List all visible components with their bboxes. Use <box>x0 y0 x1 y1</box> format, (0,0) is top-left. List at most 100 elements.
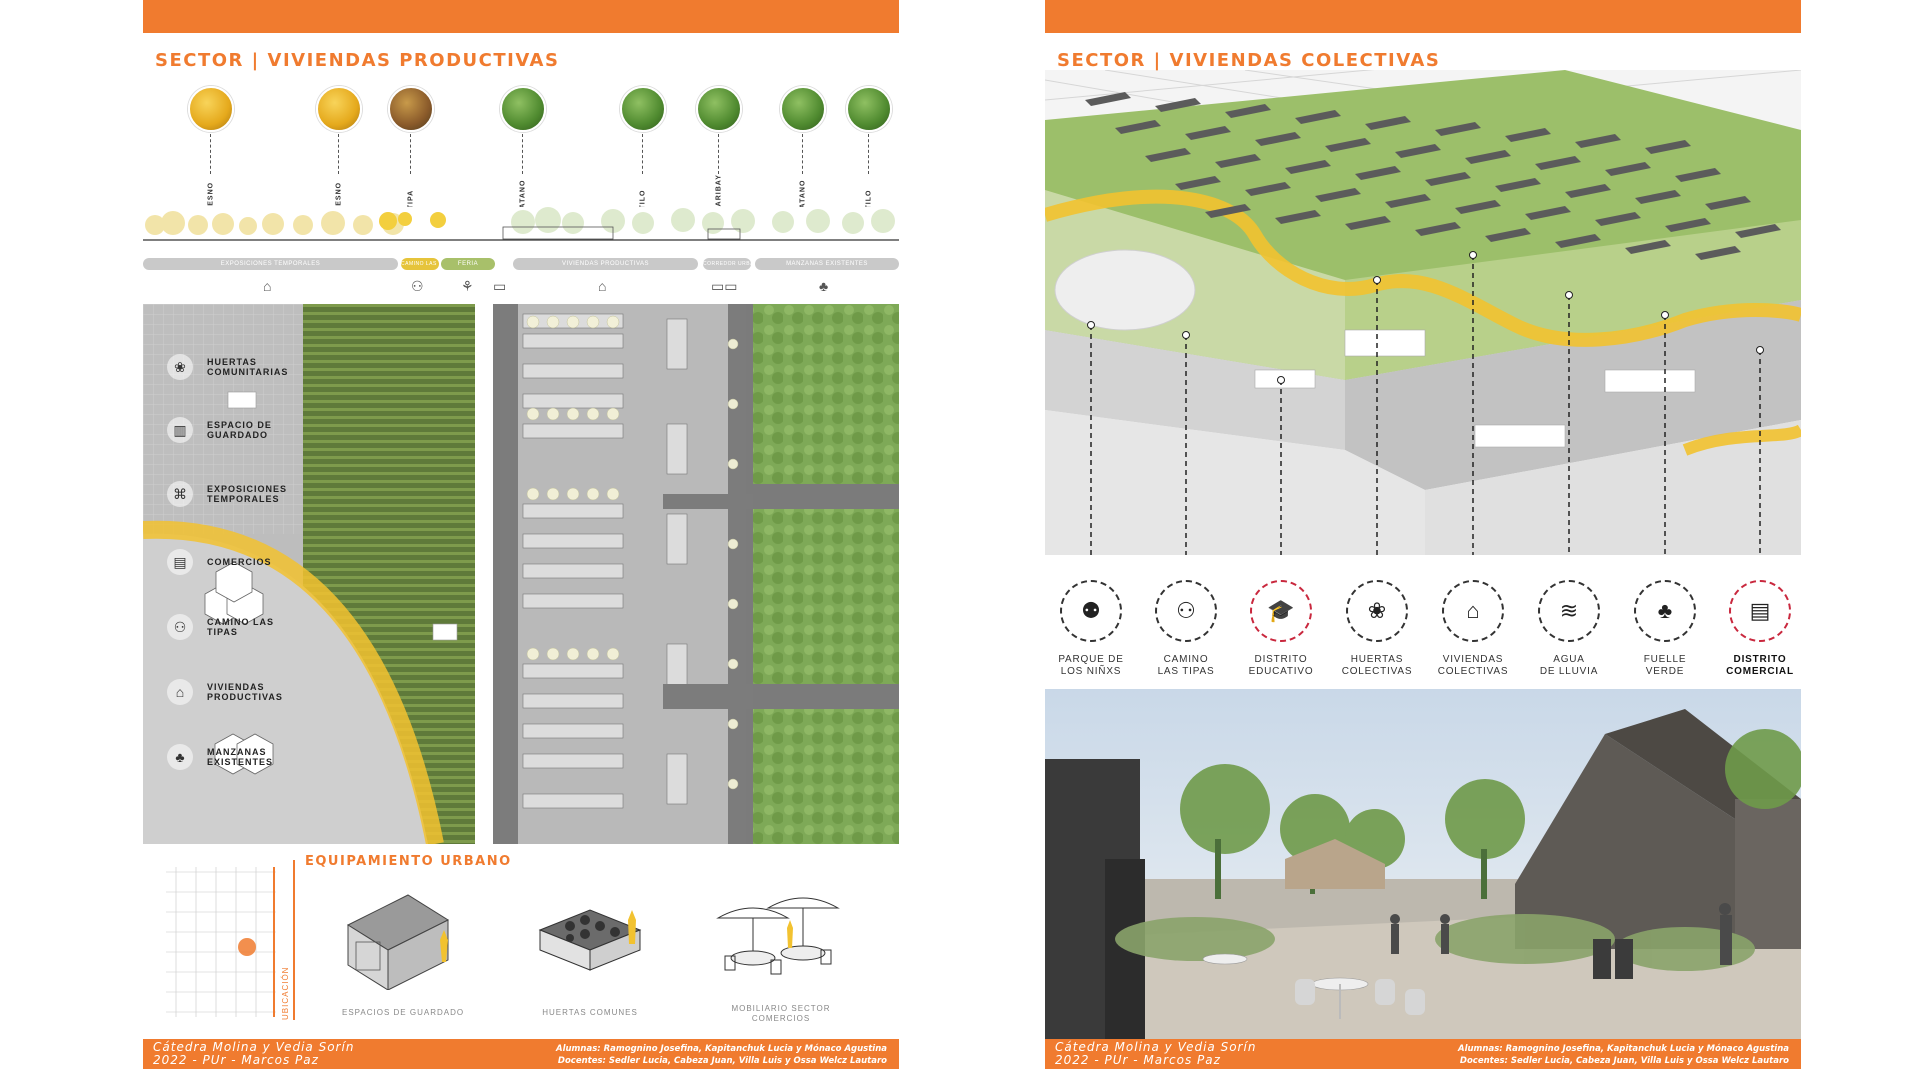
legend-item: ⌂ VIVIENDAS PRODUCTIVAS <box>167 679 297 705</box>
footer-team: Alumnas: Ramognino Josefina, Kapitanchuk… <box>1458 1043 1789 1067</box>
tree-species: TILO <box>620 86 666 209</box>
legend-label: MANZANAS EXISTENTES <box>207 747 274 767</box>
car-icon: ▭▭ <box>711 278 738 294</box>
aerial-house-block <box>1395 144 1441 158</box>
aerial-house-block <box>1635 190 1681 204</box>
render-drawing <box>1045 689 1801 1039</box>
storage-shed-drawing <box>346 894 450 990</box>
tree-stem-line <box>802 134 804 174</box>
tree-species: TILO <box>846 86 892 209</box>
aerial-house-block <box>1555 234 1601 248</box>
legend-item: ▤COMERCIOS <box>167 549 297 575</box>
legend-label: CAMINO LAS TIPAS <box>207 617 274 637</box>
community-garden-drawing <box>538 909 642 971</box>
aerial-house-block <box>1255 132 1301 146</box>
tree-canopy-icon <box>316 86 362 132</box>
tree-species: AGUARIBAY <box>696 86 742 225</box>
footer-students: Alumnas: Ramognino Josefina, Kapitanchuk… <box>1458 1044 1789 1054</box>
legend-item: ▥ESPACIO DE GUARDADO <box>167 417 297 443</box>
footer-chair: Cátedra Molina y Vedia Sorín <box>153 1040 355 1054</box>
aerial-house-block <box>1295 110 1341 124</box>
zone-exposiciones: EXPOSICIONES TEMPORALES <box>143 258 398 270</box>
tree-stem-line <box>718 134 720 174</box>
aerial-house-block <box>1525 206 1571 220</box>
leader-dot <box>1182 331 1190 339</box>
sprout-icon: ❀ <box>1346 580 1408 642</box>
aerial-house-block <box>1275 210 1321 224</box>
zone-manzanas: MANZANAS EXISTENTES <box>755 258 899 270</box>
legend-item: ⚇CAMINO LAS TIPAS <box>167 614 297 640</box>
legend-label: EXPOSICIONES TEMPORALES <box>207 484 288 504</box>
leader-dot <box>1565 291 1573 299</box>
program-label-line: DISTRITO <box>1254 654 1308 665</box>
program-label-line: VERDE <box>1645 666 1685 677</box>
shop-icon: ▤ <box>167 549 193 575</box>
aerial-house-block <box>1315 188 1361 202</box>
location-map <box>161 862 281 1022</box>
legend-item: ❀HUERTAS COMUNITARIAS <box>167 354 297 380</box>
aerial-house-block <box>1705 196 1751 210</box>
aerial-house-block <box>1465 150 1511 164</box>
legend-item: ♣MANZANAS EXISTENTES <box>167 744 297 770</box>
program-label-line: COLECTIVAS <box>1437 666 1509 677</box>
tree-stem-line <box>210 134 212 174</box>
legend-item: ⌘EXPOSICIONES TEMPORALES <box>167 481 297 507</box>
tree-species: PLATANO <box>500 86 546 219</box>
aerial-house-block <box>1565 184 1611 198</box>
aerial-house-block <box>1535 156 1581 170</box>
tree-species: FRESNO <box>316 86 362 217</box>
tree-icon: ♣ <box>1634 580 1696 642</box>
tree-species: PLATANO <box>780 86 826 219</box>
legend-label: VIVIENDAS PRODUCTIVAS <box>207 682 283 702</box>
aerial-house-block <box>1505 128 1551 142</box>
aerial-house-block <box>1215 154 1261 168</box>
aerial-house-block <box>1185 126 1231 140</box>
top-orange-bar <box>1045 0 1801 33</box>
aerial-house-block <box>1225 104 1271 118</box>
aerial-house-block <box>1485 228 1531 242</box>
program-label-line: COLECTIVAS <box>1341 666 1413 677</box>
aerial-house-block <box>1285 160 1331 174</box>
program-label-line: PARQUE DE <box>1058 654 1124 665</box>
footer-teachers: Docentes: Sedler Lucia, Cabeza Juan, Vil… <box>1459 1056 1789 1066</box>
street-render <box>1045 689 1801 1039</box>
equipment-label: MOBILIARIO SECTOR COMERCIOS <box>731 1004 831 1023</box>
zone-feria: FERIA <box>441 258 495 270</box>
footer-credits: Cátedra Molina y Vedia Sorín 2022 - PUr … <box>153 1041 354 1067</box>
aerial-house-block <box>1085 92 1131 106</box>
aerial-house-block <box>1115 120 1161 134</box>
house-icon: ⌂ <box>167 679 193 705</box>
aerial-house-block <box>1605 162 1651 176</box>
barn-icon: ▥ <box>167 417 193 443</box>
tree-canopy-icon <box>696 86 742 132</box>
sheet-viviendas-colectivas: SECTOR | VIVIENDAS COLECTIVAS ⚉PARQUE DE… <box>1045 0 1801 1069</box>
aerial-house-block <box>1455 200 1501 214</box>
aerial-house-block <box>1665 218 1711 232</box>
people-icon: ⚇ <box>411 278 424 294</box>
footer-teachers: Docentes: Sedler Lucia, Cabeza Juan, Vil… <box>557 1056 887 1066</box>
house-icon: ⌂ <box>1442 580 1504 642</box>
aerial-house-block <box>1495 178 1541 192</box>
equipment-title: EQUIPAMIENTO URBANO <box>305 854 512 869</box>
shop-icon: ▤ <box>1729 580 1791 642</box>
program-label-line: AGUA <box>1553 654 1585 665</box>
market-icon: ⚘ <box>461 278 474 294</box>
tree-stem-line <box>410 134 412 174</box>
program-label-line: DISTRITO <box>1733 654 1787 665</box>
program-label-line: COMERCIAL <box>1726 666 1794 677</box>
equipment-label: ESPACIOS DE GUARDADO <box>342 1008 465 1017</box>
footer-students: Alumnas: Ramognino Josefina, Kapitanchuk… <box>556 1044 887 1054</box>
program-label-line: LAS TIPAS <box>1157 666 1215 677</box>
footer-year: 2022 - PUr - Marcos Paz <box>153 1053 319 1067</box>
aerial-house-block <box>1385 194 1431 208</box>
program-label-line: DE LLUVIA <box>1539 666 1599 677</box>
aerial-house-block <box>1205 204 1251 218</box>
zone-corredor: CORREDOR URBANO <box>703 258 751 270</box>
